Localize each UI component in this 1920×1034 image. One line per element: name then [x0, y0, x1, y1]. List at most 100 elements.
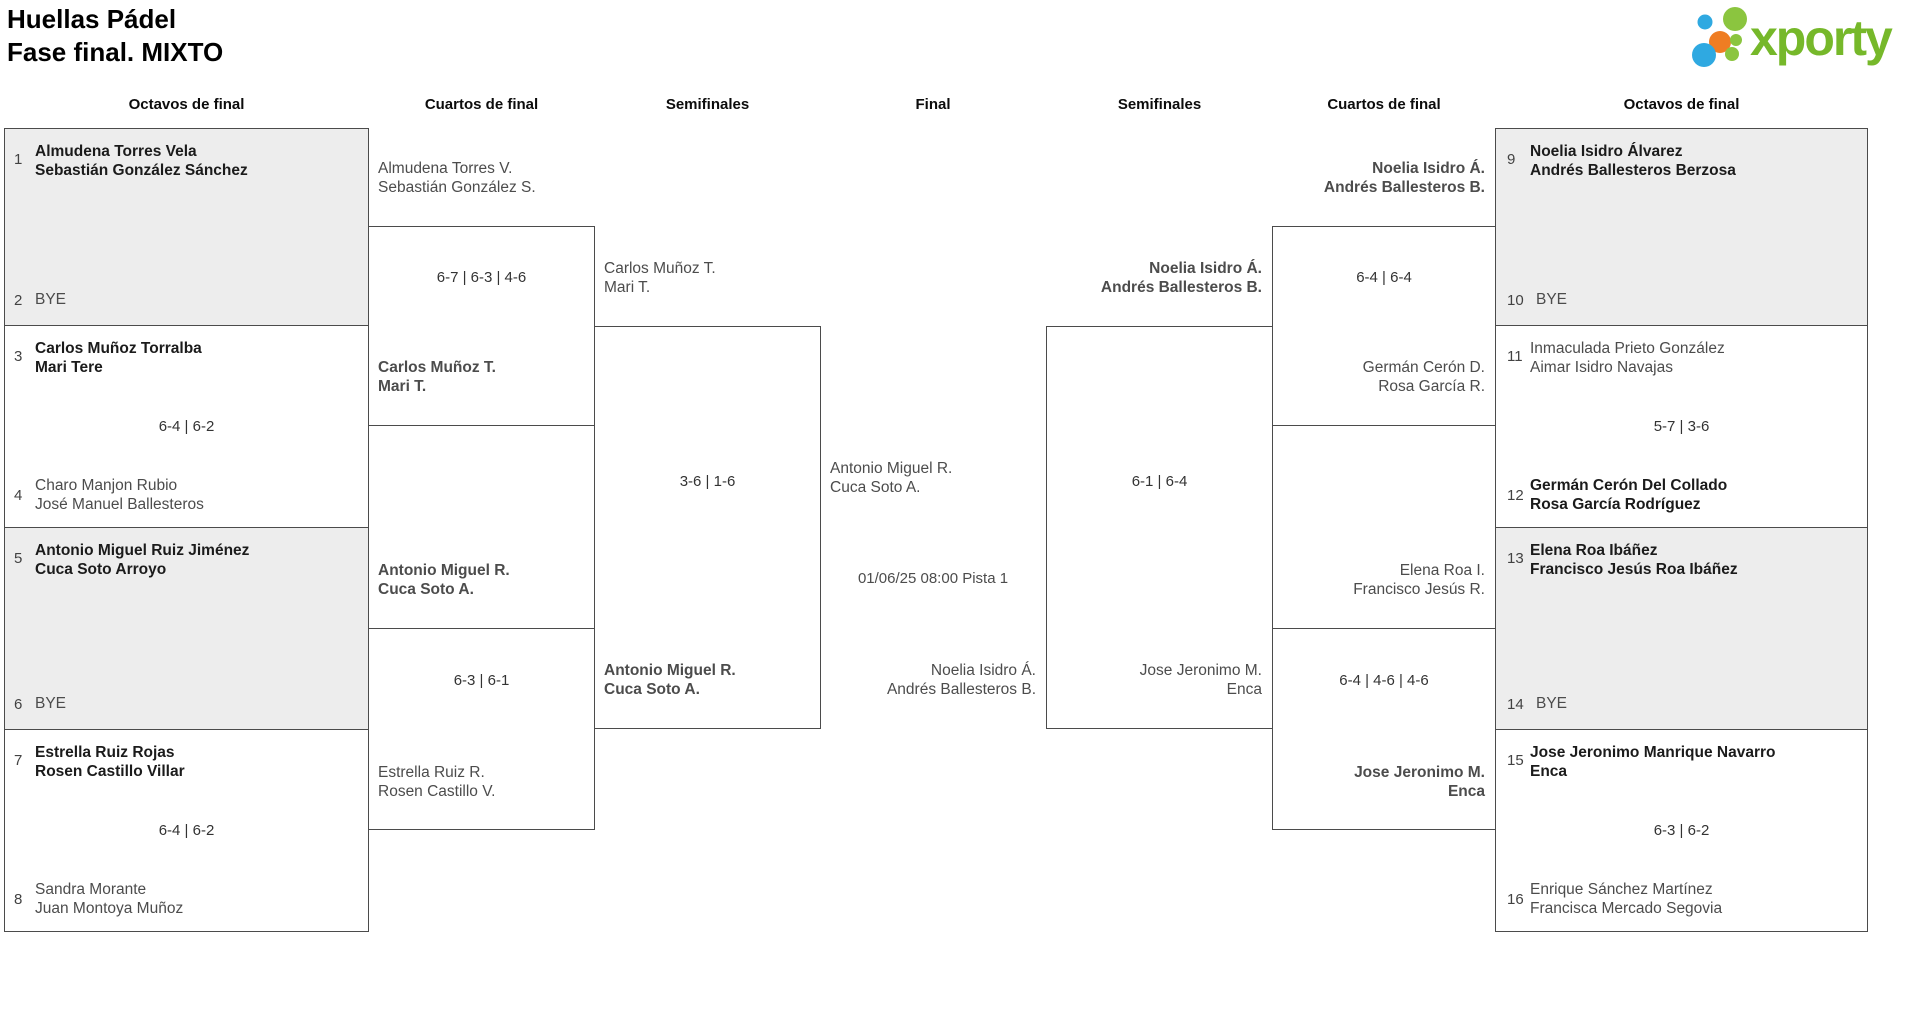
- team-entry[interactable]: Antonio Miguel R. Cuca Soto A.: [830, 459, 952, 497]
- player-name: Enca: [1447, 783, 1485, 800]
- team-entry[interactable]: Germán Cerón D. Rosa García R.: [1282, 358, 1485, 396]
- team-entry[interactable]: Jose Jeronimo M. Enca: [1282, 763, 1485, 801]
- player-name: Carlos Muñoz T.: [378, 359, 496, 376]
- team-entry[interactable]: Antonio Miguel R. Cuca Soto A.: [604, 661, 736, 699]
- player-name: Inmaculada Prieto González: [1530, 340, 1725, 357]
- player-name: Germán Cerón D.: [1362, 359, 1485, 376]
- page-title: Huellas Pádel Fase final. MIXTO: [7, 3, 223, 69]
- player-name: Jose Jeronimo Manrique Navarro: [1530, 744, 1776, 761]
- player-name: Jose Jeronimo M.: [1354, 764, 1485, 781]
- team-entry[interactable]: Noelia Isidro Á. Andrés Ballesteros B.: [1056, 259, 1262, 297]
- team-entry[interactable]: Elena Roa Ibáñez Francisco Jesús Roa Ibá…: [1530, 541, 1738, 579]
- logo-brand-text: xporty: [1750, 10, 1893, 66]
- match-score: 5-7 | 3-6: [1653, 418, 1710, 435]
- logo-dot-orange-icon: [1709, 31, 1731, 53]
- player-name: Jose Jeronimo M.: [1139, 662, 1262, 679]
- player-name: Estrella Ruiz Rojas: [35, 744, 175, 761]
- team-entry[interactable]: Estrella Ruiz Rojas Rosen Castillo Villa…: [35, 743, 185, 781]
- match-score: 6-4 | 4-6 | 4-6: [1339, 672, 1429, 689]
- tournament-name: Huellas Pádel: [7, 4, 177, 34]
- match-box-octavos-right-3: 13 Elena Roa Ibáñez Francisco Jesús Roa …: [1495, 527, 1868, 730]
- match-box-semifinal-left: [594, 326, 821, 729]
- player-name: Andrés Ballesteros B.: [1100, 279, 1262, 296]
- seed-number: 11: [1507, 348, 1523, 365]
- team-entry[interactable]: Carlos Muñoz Torralba Mari Tere: [35, 339, 202, 377]
- seed-number: 16: [1507, 891, 1524, 908]
- round-header-semis-right: Semifinales: [1117, 96, 1202, 113]
- xporty-logo[interactable]: xporty: [1686, 2, 1918, 74]
- bye-label: BYE: [35, 291, 67, 308]
- match-score: 6-7 | 6-3 | 4-6: [436, 269, 527, 286]
- team-entry[interactable]: Jose Jeronimo Manrique Navarro Enca: [1530, 743, 1776, 781]
- team-entry[interactable]: Charo Manjon Rubio José Manuel Ballester…: [35, 476, 204, 514]
- player-name: Aimar Isidro Navajas: [1530, 359, 1673, 376]
- player-name: Noelia Isidro Álvarez: [1530, 143, 1683, 160]
- player-name: Francisco Jesús Roa Ibáñez: [1530, 561, 1738, 578]
- player-name: Rosen Castillo V.: [378, 783, 496, 800]
- round-header-cuartos-right: Cuartos de final: [1327, 96, 1441, 113]
- team-entry[interactable]: Noelia Isidro Á. Andrés Ballesteros B.: [820, 661, 1036, 699]
- player-name: Sebastián González S.: [378, 179, 536, 196]
- team-entry[interactable]: Noelia Isidro Á. Andrés Ballesteros B.: [1282, 159, 1485, 197]
- player-name: Noelia Isidro Á.: [930, 662, 1036, 679]
- team-entry[interactable]: Elena Roa I. Francisco Jesús R.: [1282, 561, 1485, 599]
- player-name: Germán Cerón Del Collado: [1530, 477, 1728, 494]
- player-name: Elena Roa I.: [1399, 562, 1485, 579]
- team-entry[interactable]: Carlos Muñoz T. Mari T.: [604, 259, 716, 297]
- player-name: Mari T.: [378, 378, 427, 395]
- player-name: Antonio Miguel R.: [378, 562, 510, 579]
- match-box-cuartos-right-2: [1272, 628, 1496, 830]
- player-name: Almudena Torres V.: [378, 160, 513, 177]
- team-entry[interactable]: Antonio Miguel R. Cuca Soto A.: [378, 561, 510, 599]
- player-name: Rosa García Rodríguez: [1530, 496, 1701, 513]
- player-name: Andrés Ballesteros B.: [886, 681, 1036, 698]
- player-name: Antonio Miguel Ruiz Jiménez: [35, 542, 250, 559]
- bye-entry: BYE: [1536, 694, 1567, 713]
- player-name: Cuca Soto A.: [830, 479, 921, 496]
- bye-entry: BYE: [1536, 290, 1567, 309]
- player-name: Carlos Muñoz T.: [604, 260, 716, 277]
- seed-number: 8: [14, 891, 23, 908]
- team-entry[interactable]: Estrella Ruiz R. Rosen Castillo V.: [378, 763, 495, 801]
- team-entry[interactable]: Enrique Sánchez Martínez Francisca Merca…: [1530, 880, 1722, 918]
- seed-number: 1: [14, 151, 23, 168]
- seed-number: 12: [1507, 487, 1524, 504]
- player-name: Almudena Torres Vela: [35, 143, 197, 160]
- match-score: 6-4 | 6-2: [158, 822, 215, 839]
- team-entry[interactable]: Almudena Torres Vela Sebastián González …: [35, 142, 248, 180]
- team-entry[interactable]: Almudena Torres V. Sebastián González S.: [378, 159, 536, 197]
- logo-dot-blue-large-icon: [1692, 43, 1716, 67]
- team-entry[interactable]: Carlos Muñoz T. Mari T.: [378, 358, 496, 396]
- match-box-semifinal-right: [1046, 326, 1273, 729]
- logo-dot-green-large-icon: [1723, 7, 1747, 31]
- player-name: Andrés Ballesteros Berzosa: [1530, 162, 1736, 179]
- team-entry[interactable]: Jose Jeronimo M. Enca: [1056, 661, 1262, 699]
- match-score: 6-3 | 6-2: [1653, 822, 1710, 839]
- match-score: 6-4 | 6-4: [1356, 269, 1412, 286]
- match-box-octavos-right-4: 15 Jose Jeronimo Manrique Navarro Enca 6…: [1495, 729, 1868, 932]
- player-name: Antonio Miguel R.: [830, 460, 953, 477]
- match-box-cuartos-left-1: [368, 226, 595, 426]
- final-schedule: 01/06/25 08:00 Pista 1: [857, 570, 1009, 587]
- player-name: Charo Manjon Rubio: [35, 477, 178, 494]
- match-score: 6-1 | 6-4: [1131, 473, 1188, 490]
- player-name: Andrés Ballesteros B.: [1323, 179, 1485, 196]
- team-entry[interactable]: Sandra Morante Juan Montoya Muñoz: [35, 880, 183, 918]
- team-entry[interactable]: Noelia Isidro Álvarez Andrés Ballesteros…: [1530, 142, 1736, 180]
- team-entry[interactable]: Inmaculada Prieto González Aimar Isidro …: [1530, 339, 1725, 377]
- player-name: Carlos Muñoz Torralba: [35, 340, 202, 357]
- team-entry[interactable]: Antonio Miguel Ruiz Jiménez Cuca Soto Ar…: [35, 541, 249, 579]
- round-header-octavos-right: Octavos de final: [1623, 96, 1740, 113]
- match-score: 3-6 | 1-6: [679, 473, 736, 490]
- team-entry[interactable]: Germán Cerón Del Collado Rosa García Rod…: [1530, 476, 1727, 514]
- seed-number: 2: [14, 292, 23, 309]
- seed-number: 14: [1507, 696, 1524, 713]
- bye-entry: BYE: [35, 694, 66, 713]
- seed-number: 15: [1507, 752, 1524, 769]
- player-name: Rosen Castillo Villar: [35, 763, 185, 780]
- round-header-octavos-left: Octavos de final: [128, 96, 245, 113]
- player-name: Francisco Jesús R.: [1353, 581, 1485, 598]
- bye-label: BYE: [35, 695, 67, 712]
- logo-dots-icon: [1692, 7, 1747, 67]
- match-box-octavos-left-3: 5 Antonio Miguel Ruiz Jiménez Cuca Soto …: [4, 527, 369, 730]
